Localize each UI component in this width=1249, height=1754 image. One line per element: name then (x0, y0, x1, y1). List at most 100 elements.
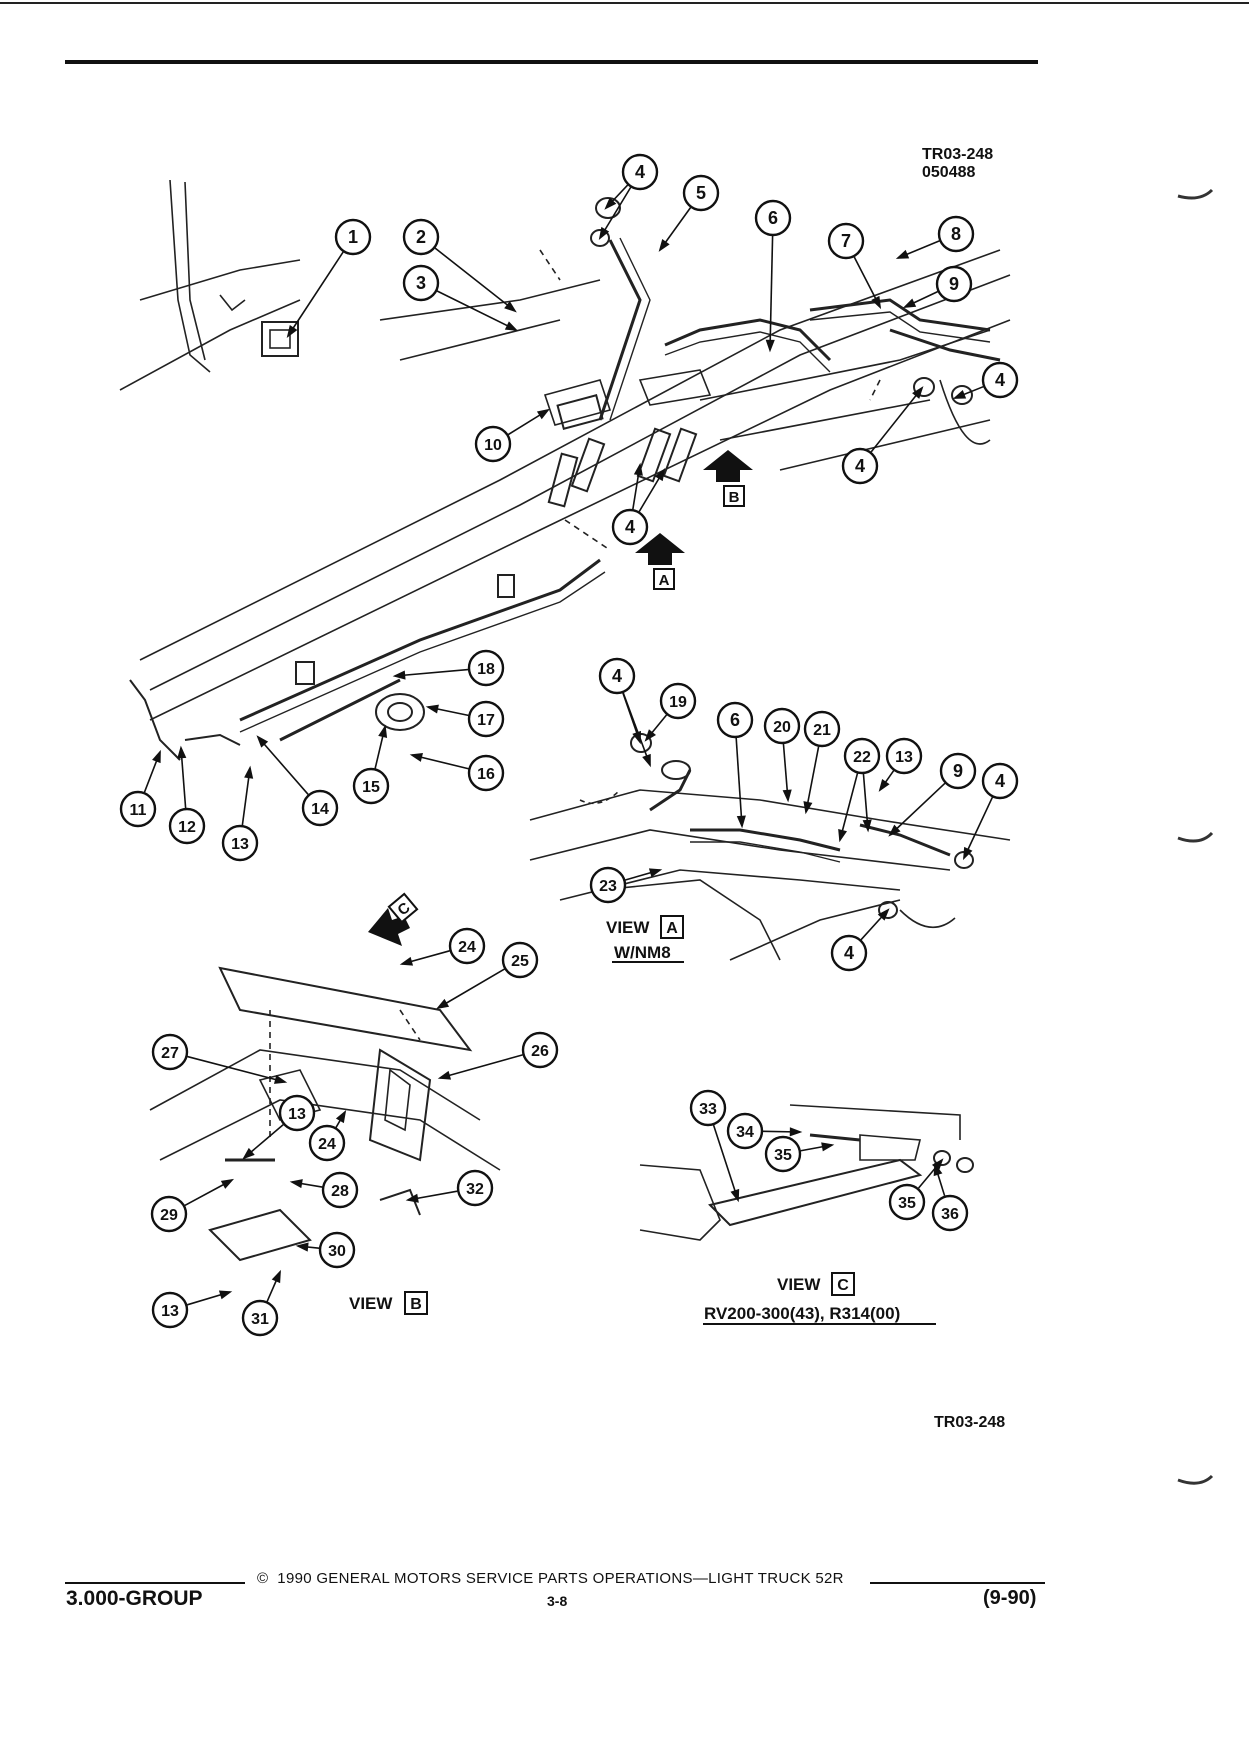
callout-circle (981, 762, 1019, 800)
callout-number: 6 (730, 710, 740, 730)
callout-1: 1 (334, 218, 372, 256)
leader-arrowhead (888, 824, 901, 837)
callout-number: 4 (995, 771, 1005, 791)
callout-circle (151, 1291, 189, 1329)
callout-circle (935, 265, 973, 303)
callout-circle (308, 1124, 346, 1162)
callout-6: 6 (754, 199, 792, 237)
leader-arrowhead (931, 1158, 944, 1171)
callout-circle (621, 153, 659, 191)
callout-number: 7 (841, 231, 851, 251)
callout-number: 13 (161, 1303, 179, 1320)
callout-2: 2 (402, 218, 440, 256)
callout-24: 24 (308, 1124, 346, 1162)
callout-leader (439, 1054, 523, 1079)
drawing-code: TR03-248 (922, 146, 994, 163)
leader-arrowhead (504, 301, 517, 313)
view-arrow-b-letter: B (729, 489, 740, 506)
callout-number: 21 (813, 722, 831, 739)
leader-arrowhead (504, 321, 519, 332)
callout-circle (830, 934, 868, 972)
leader-arrowhead (295, 1242, 309, 1252)
callout-4: 4 (830, 934, 868, 972)
callout-34: 34 (726, 1112, 764, 1150)
callout-circle (402, 264, 440, 302)
callout-circle (841, 447, 879, 485)
callout-circle (456, 1169, 494, 1207)
leader-arrowhead (405, 1193, 419, 1203)
callout-circle (352, 767, 390, 805)
leader-arrowhead (289, 1179, 303, 1189)
callout-leader (187, 1055, 286, 1083)
callout-4: 4 (981, 762, 1019, 800)
leader-arrowhead (765, 339, 775, 353)
callout-leader (436, 290, 517, 331)
callout-number: 26 (531, 1043, 549, 1060)
view-a-letter: A (666, 920, 678, 937)
callout-circle (334, 218, 372, 256)
callout-number: 28 (331, 1183, 349, 1200)
footer-copyright: 1990 GENERAL MOTORS SERVICE PARTS OPERAT… (277, 1570, 844, 1587)
leader-arrowhead (152, 749, 161, 764)
callout-number: 22 (853, 749, 871, 766)
punch-mark (1177, 188, 1214, 200)
callout-23: 23 (589, 866, 627, 904)
leader-arrowhead (378, 724, 388, 738)
leader-arrowhead (286, 324, 298, 338)
view-arrow-a-letter: A (659, 572, 670, 589)
callout-leader (889, 782, 946, 836)
callout-4: 4 (981, 361, 1019, 399)
callout-number: 15 (362, 779, 380, 796)
callout-circle (168, 807, 206, 845)
callout-4: 4 (621, 153, 659, 191)
leader-arrowhead (838, 828, 848, 843)
callout-number: 4 (625, 517, 635, 537)
callout-5: 5 (682, 174, 720, 212)
copyright-symbol: © (257, 1570, 269, 1587)
callout-12: 12 (168, 807, 206, 845)
callout-22: 22 (843, 737, 881, 775)
callout-3: 3 (402, 264, 440, 302)
callout-number: 23 (599, 878, 617, 895)
callout-number: 36 (941, 1206, 959, 1223)
callout-circle (474, 425, 512, 463)
callout-number: 17 (477, 712, 495, 729)
callout-number: 24 (458, 939, 476, 956)
callout-circle (937, 215, 975, 253)
callout-circle (981, 361, 1019, 399)
callout-4: 4 (611, 508, 649, 546)
leader-arrowhead (437, 1070, 452, 1080)
callout-number: 32 (466, 1181, 484, 1198)
callout-number: 11 (130, 802, 147, 819)
leader-arrowhead (654, 467, 666, 482)
callout-33: 33 (689, 1089, 727, 1127)
leader-arrowhead (642, 753, 651, 768)
view-c-letter: C (837, 1277, 849, 1294)
callout-13: 13 (151, 1291, 189, 1329)
callout-circle (659, 682, 697, 720)
callout-circle (221, 824, 259, 862)
leader-arrowhead (862, 819, 872, 833)
callout-number: 9 (953, 761, 963, 781)
leader-arrowhead (435, 998, 450, 1010)
callout-36: 36 (931, 1194, 969, 1232)
leader-arrowhead (730, 1188, 740, 1203)
view-b-illustration (149, 966, 501, 1262)
callout-circle (764, 1135, 802, 1173)
callout-leader (287, 251, 344, 337)
callout-circle (318, 1231, 356, 1269)
callout-8: 8 (937, 215, 975, 253)
callout-circle (521, 1031, 559, 1069)
leader-arrowhead (644, 729, 657, 742)
callout-number: 5 (696, 183, 706, 203)
leader-arrowhead (633, 462, 643, 476)
view-b-label: VIEW (349, 1294, 393, 1313)
callout-number: 35 (898, 1195, 916, 1212)
callout-35: 35 (888, 1183, 926, 1221)
callout-35: 35 (764, 1135, 802, 1173)
leader-arrowhead (392, 670, 406, 680)
footer-copyright-line: © 1990 GENERAL MOTORS SERVICE PARTS OPER… (257, 1570, 844, 1587)
callout-number: 10 (484, 437, 502, 454)
